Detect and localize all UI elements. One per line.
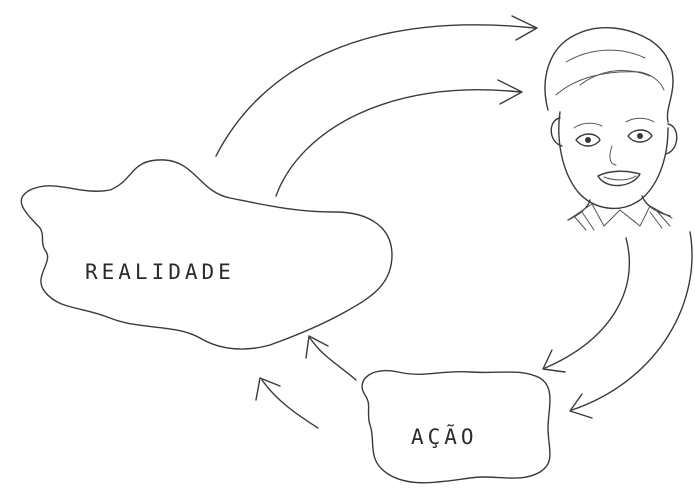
arrowhead-action-to-reality-upper	[305, 335, 329, 359]
arrow-action-to-reality-upper	[309, 337, 357, 381]
arrow-person-to-action-outer	[571, 231, 693, 411]
arrow-action-to-reality-lower	[261, 379, 319, 429]
reality-blob	[20, 159, 393, 350]
reality-label: REALIDADE	[85, 260, 235, 284]
action-blob	[361, 370, 551, 484]
arrowhead-upper	[511, 15, 538, 41]
arrowhead-person-to-action-inner	[542, 349, 566, 373]
arrowhead-person-to-action-outer	[569, 393, 593, 419]
arrowhead-action-to-reality-lower	[255, 377, 281, 401]
person-icon	[544, 26, 678, 231]
arrowhead-lower	[497, 79, 523, 105]
arrow-reality-to-person-lower	[275, 89, 521, 197]
action-label: AÇÃO	[411, 423, 478, 449]
arrow-reality-to-person-upper	[215, 24, 536, 157]
arrow-person-to-action-inner	[544, 237, 631, 369]
